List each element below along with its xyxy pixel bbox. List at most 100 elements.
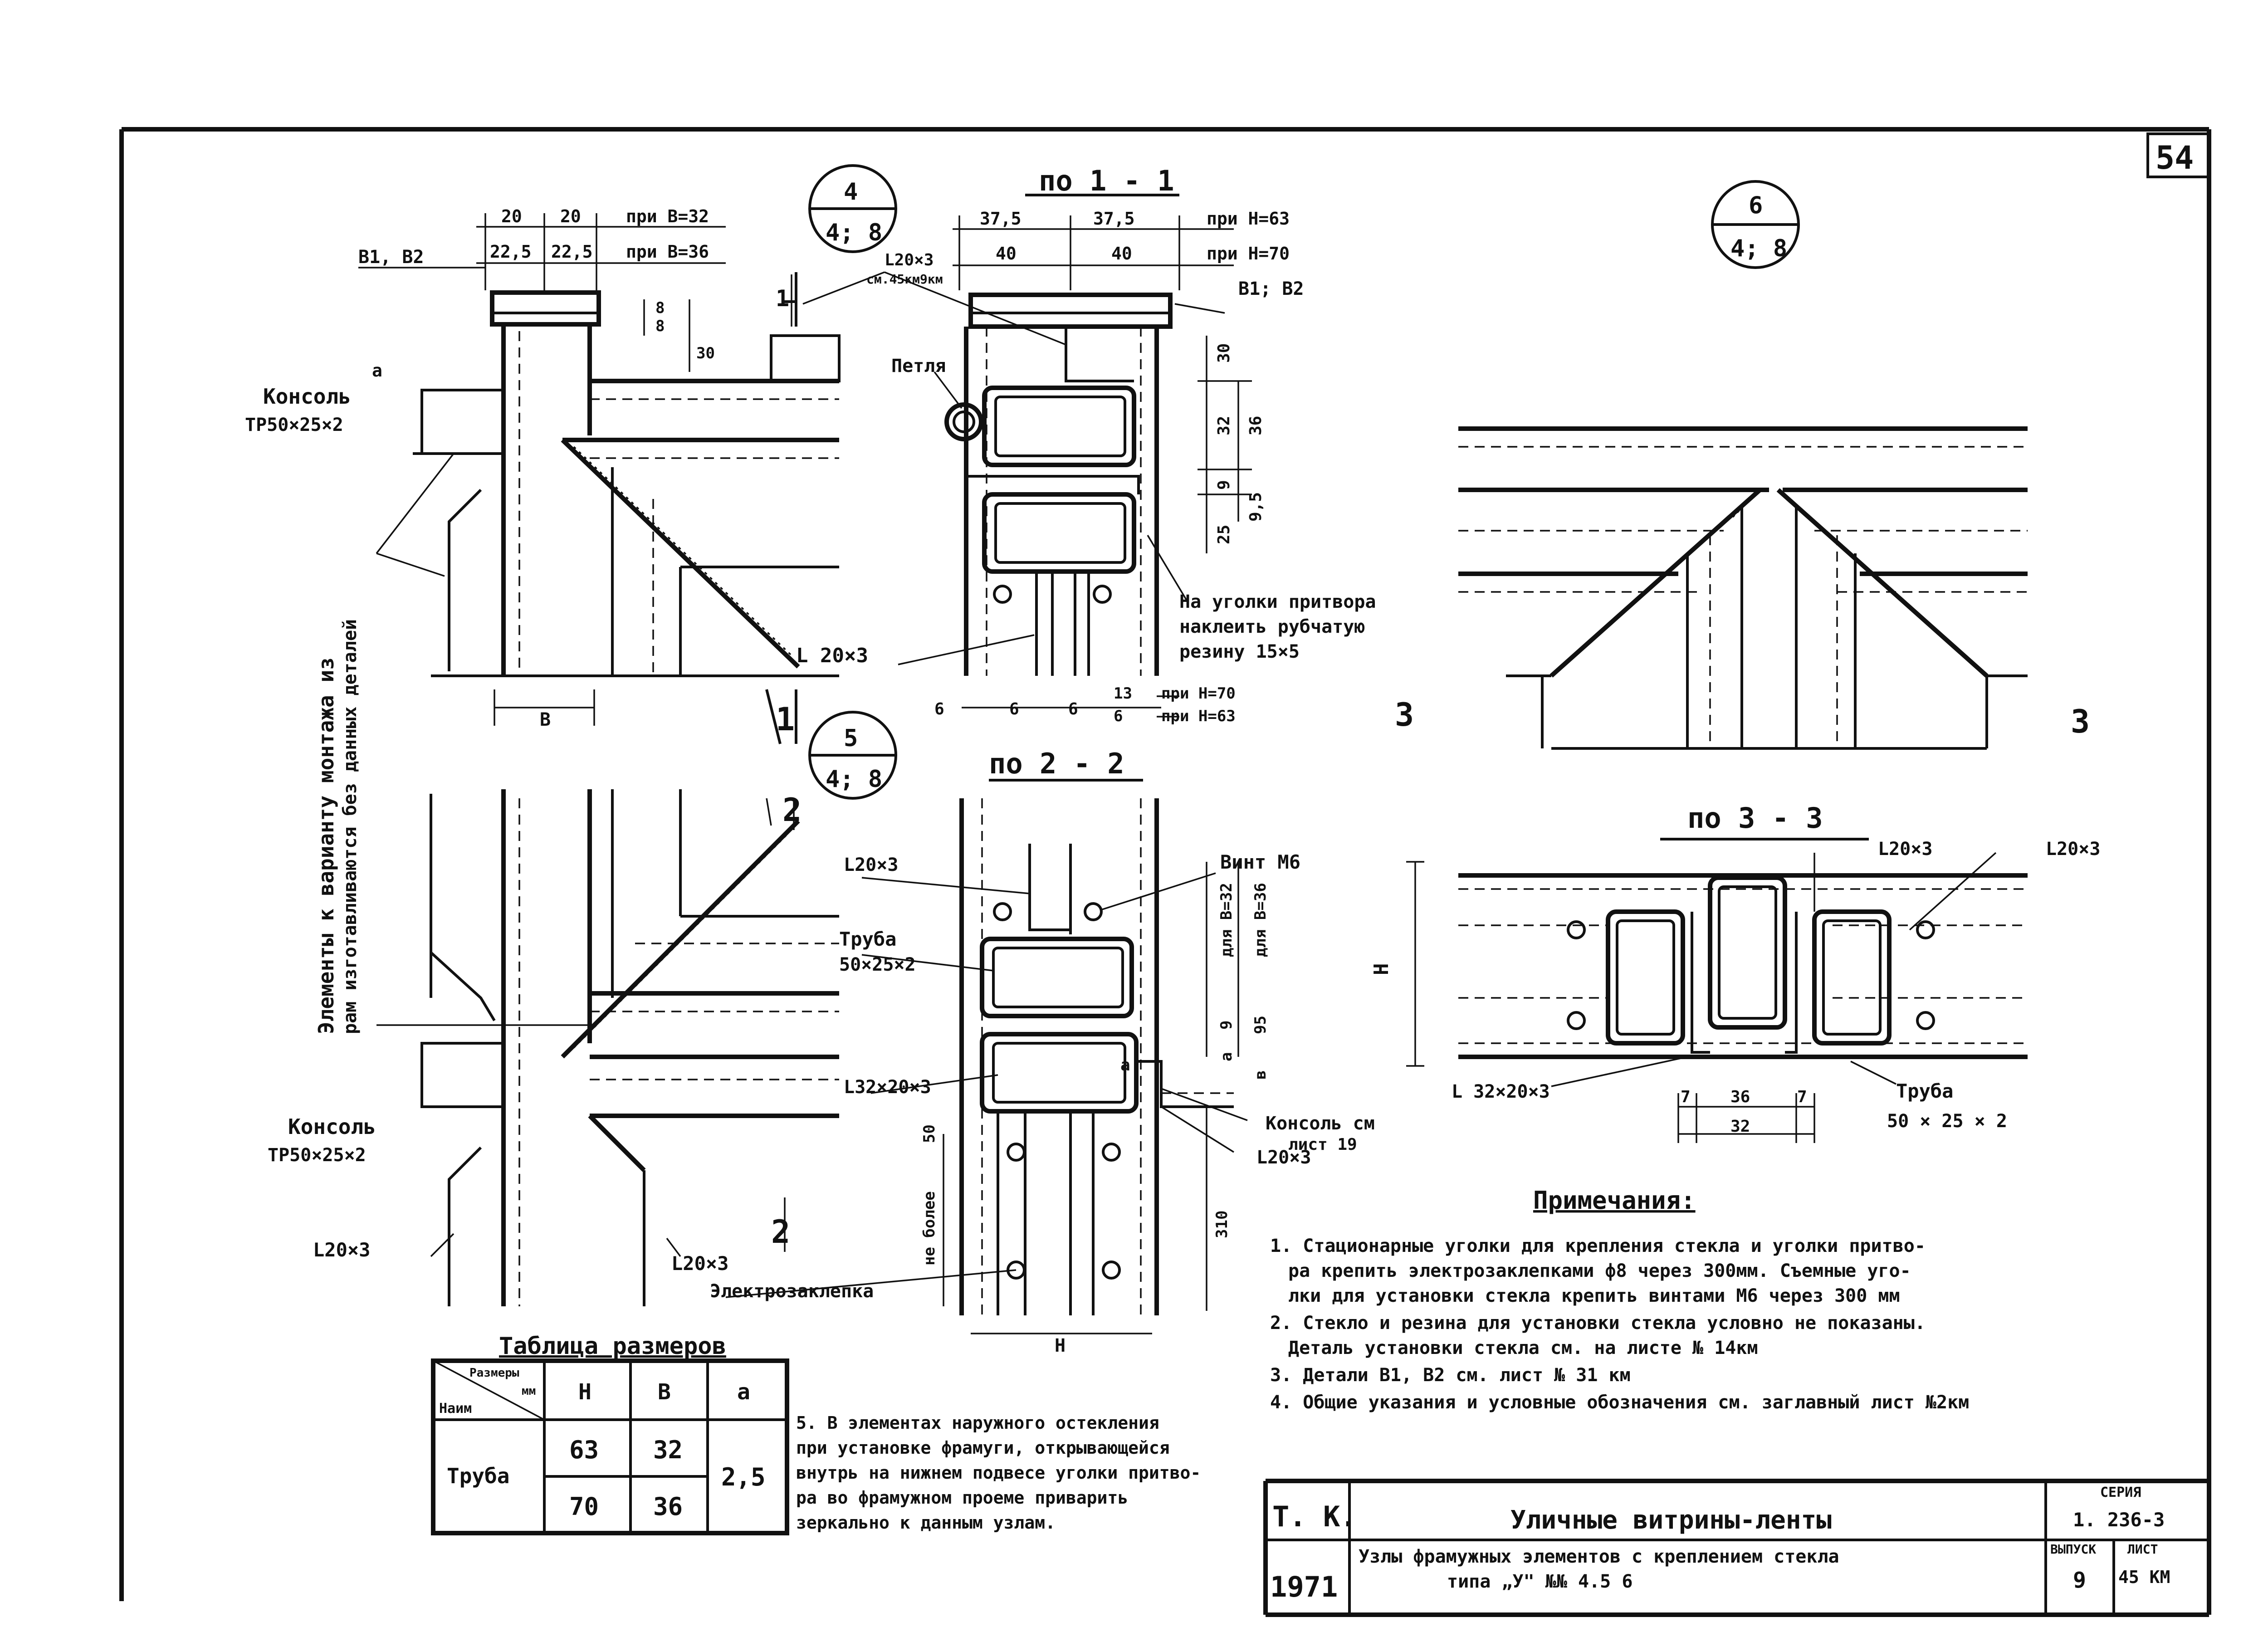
label-electrozaklepka: Электрозаклепка [710,1281,874,1302]
dim-a2: а [1217,1052,1236,1061]
note5-line4: ра во фрамужном проеме приварить [796,1488,1128,1508]
note5-line1: 5. В элементах наружного остекления [796,1413,1159,1433]
section-mark-3a: 3 [1395,696,1414,733]
callout-6-top: 6 [1749,192,1763,219]
size-table-b-36: 36 [653,1492,683,1521]
section-title-3-3: по 3 - 3 [1687,801,1823,835]
note-na-ugolki-1: На уголки притвора [1179,591,1376,612]
label-vint: Винт М6 [1220,851,1300,873]
label-console-cm: Консоль см [1266,1113,1375,1134]
sheet-frame [119,127,2211,1615]
page-number-box [2146,132,2210,178]
title-sub-2: типа „У" №№ 4.5 6 [1447,1571,1633,1592]
dim-7a: 7 [1681,1088,1691,1106]
label-l20-a-ref: см.45км9км [866,272,943,287]
label-l32-b: L 32×20×3 [1452,1081,1550,1102]
dim-8b: 8 [655,299,665,317]
size-table-h-63: 63 [569,1436,599,1464]
dim-6b: 6 [1009,700,1019,718]
label-l20-c: L20×3 [844,855,898,875]
issue-value: 9 [2073,1568,2086,1593]
dim-9-5: 9,5 [1246,492,1265,522]
dim-20a: 20 [501,206,522,226]
section-2-2-drawing [725,779,1248,1334]
series-value: 1. 236-3 [2073,1509,2165,1531]
dim-h-section22: Н [1055,1335,1066,1356]
label-ne-bolee: не более [920,1191,938,1265]
notes-line1: 1. Стационарные уголки для крепления сте… [1270,1236,1926,1256]
label-truba-b-spec: 50 × 25 × 2 [1887,1111,2007,1132]
size-table-title: Таблица размеров [499,1333,726,1360]
dim-20b: 20 [560,206,581,226]
issue-label: ВЫПУСК [2050,1542,2096,1557]
console-top-label: Консоль [263,384,351,409]
notes-line5: Деталь установки стекла см. на листе № 1… [1288,1338,1758,1358]
label-truba-b: Труба [1896,1080,1953,1102]
dim-13: 13 [1114,684,1132,703]
dim-a-top: а [372,361,382,381]
dim-6a: 6 [934,700,944,718]
dim-dla-b32: для В=32 [1217,883,1236,957]
vertical-note-line1: Элементы к варианту монтажа из [314,657,338,1034]
section-title-1-1: по 1 - 1 [1039,164,1174,197]
sheet-label: ЛИСТ [2127,1542,2158,1557]
label-l20-b: L 20×3 [796,644,868,667]
console-top-spec: ТР50×25×2 [245,415,343,435]
callout-4-bottom: 4; 8 [826,219,882,246]
dim-pri-h63b: при Н=63 [1161,707,1236,725]
note-na-ugolki-2: наклеить рубчатую [1179,616,1365,637]
label-l32: L32×20×3 [844,1077,931,1098]
console-bot-label: Консоль [288,1114,376,1139]
size-table-b-32: 32 [653,1436,683,1464]
dim-pri-b32: при В=32 [626,206,709,226]
section-1-1-drawing [802,194,1252,718]
series-label: СЕРИЯ [2100,1485,2141,1500]
title-block-grid [1263,1479,2209,1617]
size-table-col-h: Н [578,1379,591,1405]
dim-pri-h70b: при Н=70 [1161,684,1236,703]
dim-37-5a: 37,5 [980,209,1022,229]
dim-7b: 7 [1797,1088,1807,1106]
callout-6-bottom: 4; 8 [1730,235,1787,262]
dim-25: 25 [1215,525,1233,544]
dim-dla-b36: для В=36 [1251,883,1270,957]
notes-line4: 2. Стекло и резина для установки стекла … [1270,1313,1926,1334]
label-l20-d: L20×3 [1256,1147,1311,1168]
dim-30b: 30 [696,344,715,362]
dim-95b: 95 [1251,1016,1270,1034]
note5-line5: зеркально к данным узлам. [796,1513,1056,1533]
dim-36b: 36 [1730,1088,1750,1106]
dim-a3: а [1120,1056,1130,1075]
notes-line6: 3. Детали В1, В2 см. лист № 31 км [1270,1365,1631,1386]
title-sub-1: Узлы фрамужных элементов с креплением ст… [1359,1546,1839,1567]
label-l20-f: L20×3 [2046,839,2100,860]
node-4-drawing [358,164,897,744]
section-mark-2b: 2 [771,1213,790,1251]
size-table-corner-bottom: Наим [439,1401,472,1417]
label-l20-h: L20×3 [671,1252,728,1275]
dim-8: 8 [655,317,665,335]
section-mark-1a: 1 [776,285,789,312]
node-6-drawing [1458,180,2028,750]
section-3-3-drawing [1406,838,2028,1143]
dim-22-5a: 22,5 [490,242,532,262]
dim-32b: 32 [1730,1117,1750,1136]
label-console-list: лист 19 [1288,1135,1357,1154]
dim-h-section33: Н [1370,963,1393,976]
dim-pri-h63: при Н=63 [1207,209,1290,229]
dim-37-5b: 37,5 [1093,209,1135,229]
dim-40a: 40 [996,244,1017,264]
notes-line7: 4. Общие указания и условные обозначения… [1270,1392,1969,1413]
title-org: Т. К. [1272,1500,1357,1533]
section-mark-2a: 2 [782,792,802,829]
dim-pri-h70: при Н=70 [1207,244,1290,264]
dim-310: 310 [1213,1211,1231,1238]
label-b1-b2-left: В1, В2 [358,247,424,268]
size-table-grid [431,1358,789,1535]
label-l20-a: L20×3 [885,251,934,269]
notes-line2: ра крепить электрозаклепками ф8 через 30… [1288,1261,1911,1281]
size-table-col-b: В [658,1379,671,1405]
node-5-drawing [376,711,897,1306]
section-title-2-2: по 2 - 2 [989,747,1124,780]
dim-9b: 9 [1217,1021,1236,1030]
